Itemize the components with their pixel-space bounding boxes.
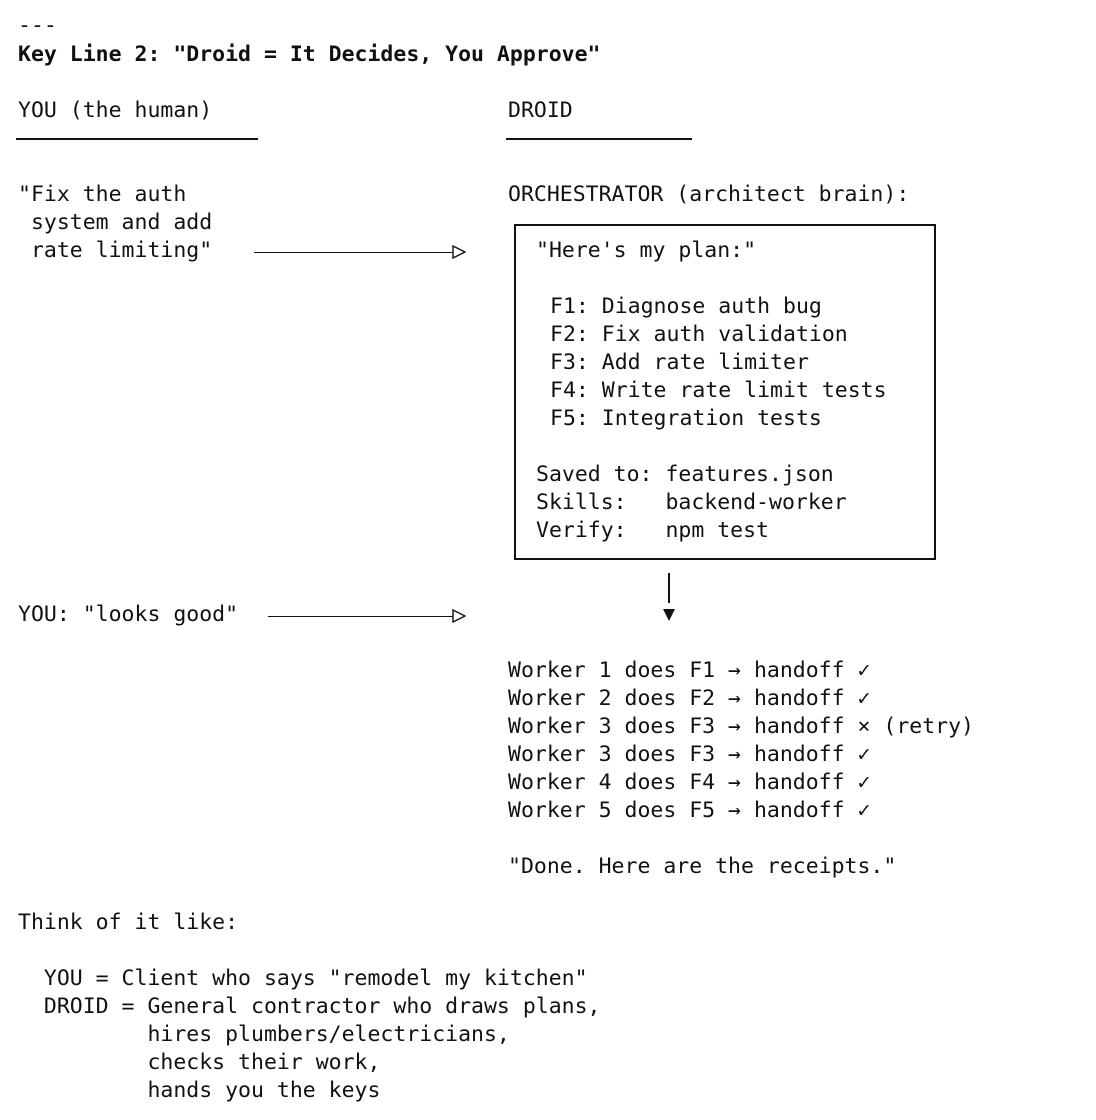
arrow-right-icon bbox=[452, 609, 466, 623]
worker-line: Worker 5 does F5 → handoff ✓ bbox=[508, 798, 871, 823]
you-column-title: YOU (the human) bbox=[18, 98, 213, 123]
you-title-underline bbox=[16, 138, 258, 140]
droid-title-underline bbox=[506, 138, 692, 140]
analogy-line: checks their work, bbox=[18, 1050, 381, 1075]
heading: Key Line 2: "Droid = It Decides, You App… bbox=[18, 42, 601, 67]
analogy-line: hands you the keys bbox=[18, 1078, 381, 1103]
plan-box bbox=[514, 224, 936, 560]
plan-meta: Saved to: features.json bbox=[536, 462, 834, 487]
analogy-line: YOU = Client who says "remodel my kitche… bbox=[18, 966, 588, 991]
worker-line: Worker 3 does F3 → handoff ✓ bbox=[508, 742, 871, 767]
plan-down-arrow-line bbox=[668, 573, 670, 603]
approval-text: YOU: "looks good" bbox=[18, 602, 239, 627]
plan-intro: "Here's my plan:" bbox=[536, 238, 757, 263]
arrow-right-icon bbox=[452, 245, 466, 259]
worker-line: Worker 4 does F4 → handoff ✓ bbox=[508, 770, 871, 795]
plan-feature: F3: Add rate limiter bbox=[550, 350, 809, 375]
approval-arrow-line bbox=[268, 616, 454, 617]
request-line: system and add bbox=[18, 210, 213, 235]
plan-feature: F2: Fix auth validation bbox=[550, 322, 848, 347]
analogy-line: hires plumbers/electricians, bbox=[18, 1022, 510, 1047]
request-line: rate limiting" bbox=[18, 238, 213, 263]
plan-meta: Verify: npm test bbox=[536, 518, 769, 543]
request-arrow-line bbox=[254, 252, 454, 253]
analogy-intro: Think of it like: bbox=[18, 910, 239, 935]
separator: --- bbox=[18, 13, 57, 38]
done-message: "Done. Here are the receipts." bbox=[508, 854, 897, 879]
droid-column-title: DROID bbox=[508, 98, 573, 123]
arrow-down-icon bbox=[663, 609, 675, 621]
orchestrator-label: ORCHESTRATOR (architect brain): bbox=[508, 182, 910, 207]
plan-meta: Skills: backend-worker bbox=[536, 490, 847, 515]
plan-feature: F1: Diagnose auth bug bbox=[550, 294, 822, 319]
worker-line: Worker 2 does F2 → handoff ✓ bbox=[508, 686, 871, 711]
request-line: "Fix the auth bbox=[18, 182, 187, 207]
worker-line: Worker 1 does F1 → handoff ✓ bbox=[508, 658, 871, 683]
analogy-line: DROID = General contractor who draws pla… bbox=[18, 994, 601, 1019]
plan-feature: F4: Write rate limit tests bbox=[550, 378, 887, 403]
plan-feature: F5: Integration tests bbox=[550, 406, 822, 431]
worker-line: Worker 3 does F3 → handoff × (retry) bbox=[508, 714, 974, 739]
